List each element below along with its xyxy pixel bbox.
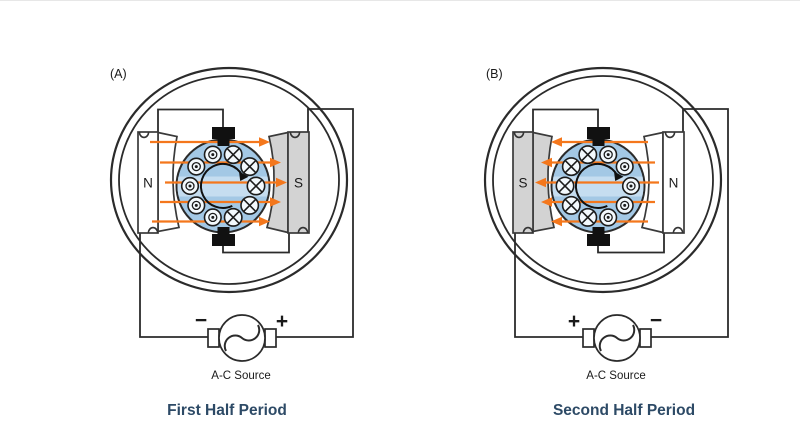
polarity-sign-left: + [568,310,580,333]
conductor-dot-icon [187,196,206,215]
polarity-sign-left: − [195,309,207,332]
stator-outer-ring [483,66,723,294]
sine-wave-icon [223,324,261,352]
panel-label: (A) [110,67,127,81]
rotation-arrow-icon [199,163,249,209]
conductor-cross-icon [223,145,243,165]
ac-source [207,314,277,362]
circuit-wire-brush-to-field [222,233,290,254]
conductor-dot-icon [599,208,618,227]
conductor-dot-icon [187,157,206,176]
conductor-dot-icon [615,196,634,215]
conductor-cross-icon [240,157,260,177]
source-terminal-left [582,328,595,348]
pole-label-left: S [518,176,527,191]
flux-arrow-icon [150,137,270,147]
stator-inner-ring [118,75,340,285]
ac-source [582,314,652,362]
conductor-dot-icon [180,176,200,196]
conductor-cross-icon [561,195,581,215]
sine-wave-icon [598,324,636,352]
circuit-wire-brush-to-field [597,233,665,254]
brush-bottom [587,227,610,246]
polarity-sign-right: + [276,310,288,333]
circuit-wire-field-to-brush [157,108,224,132]
conductor-cross-icon [561,157,581,177]
panel-first-half: (A) N S [109,66,354,419]
conductor-dot-icon [203,145,222,164]
source-terminal-right [264,328,277,348]
circuit-wire-left [514,233,583,338]
field-pole-left: S [512,131,556,234]
conductor-cross-icon [246,176,266,196]
panel-label: (B) [486,67,503,81]
conductor-dot-icon [615,157,634,176]
pole-label-right: S [294,176,303,191]
pole-label-right: N [669,176,679,191]
circuit-wire-right [651,108,729,338]
ac-source-label: A-C Source [586,370,645,382]
brush-top [212,127,235,146]
conductor-cross-icon [578,145,598,165]
circuit-wire-right [276,108,354,338]
circuit-wire-field-to-brush [532,108,599,132]
circuit-wire-left [139,233,208,338]
panel-second-half: (B) S N [483,66,729,419]
conductor-cross-icon [240,195,260,215]
stator-inner-ring [492,75,714,285]
conductor-dot-icon [621,176,641,196]
source-terminal-left [207,328,220,348]
polarity-sign-right: − [650,309,662,332]
top-border-line [0,0,800,1]
panel-caption: Second Half Period [553,402,695,419]
pole-label-left: N [143,176,153,191]
rotation-arrow-icon [574,163,624,209]
brush-bottom [212,227,235,246]
conductor-dot-icon [599,145,618,164]
brush-top [587,127,610,146]
field-pole-right: N [640,131,685,234]
conductor-dot-icon [203,208,222,227]
conductor-cross-icon [223,207,243,227]
stator-outer-ring [109,66,349,294]
conductor-cross-icon [555,176,575,196]
panel-caption: First Half Period [167,402,287,419]
conductor-cross-icon [578,207,598,227]
ac-source-label: A-C Source [211,370,270,382]
